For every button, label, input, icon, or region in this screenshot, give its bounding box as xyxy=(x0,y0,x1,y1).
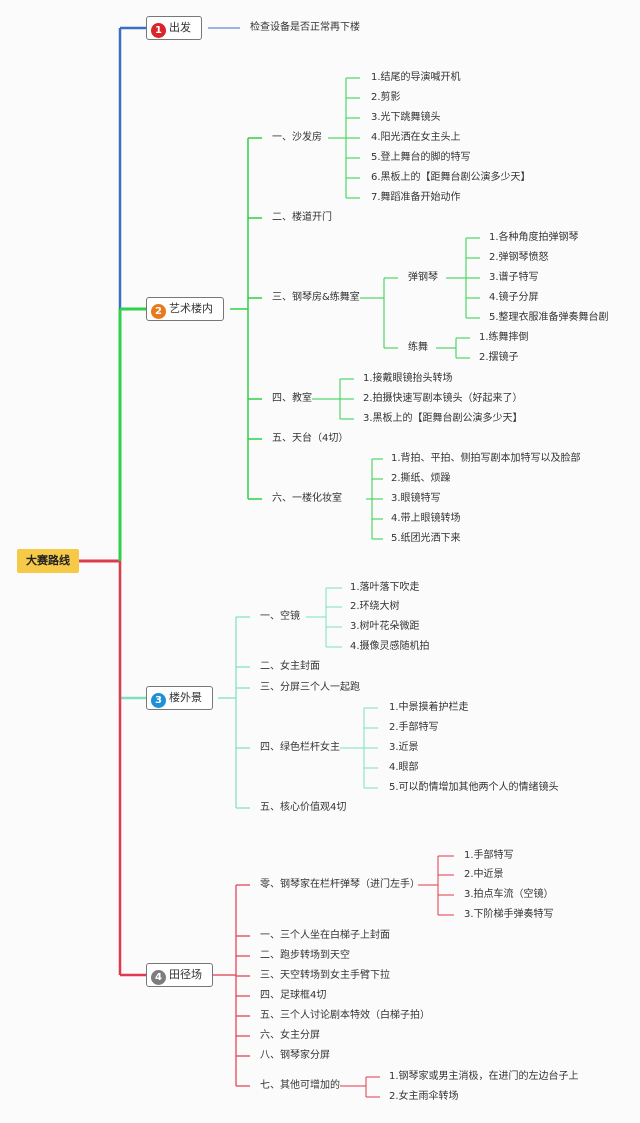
root-node[interactable]: 大赛路线 xyxy=(17,549,79,573)
leaf-item[interactable]: 3.下阶梯手弹奏特写 xyxy=(464,909,554,920)
group-label[interactable]: 三、天空转场到女主手臂下拉 xyxy=(260,970,390,981)
subgroup-label[interactable]: 弹钢琴 xyxy=(408,272,438,283)
branch-number-badge: 3 xyxy=(151,693,166,708)
group-label[interactable]: 检查设备是否正常再下楼 xyxy=(250,22,360,33)
leaf-item[interactable]: 2.拍摄快速写剧本镜头（好起来了） xyxy=(363,393,523,404)
leaf-item[interactable]: 1.接戴眼镜抬头转场 xyxy=(363,373,453,384)
leaf-item[interactable]: 3.黑板上的【距舞台剧公演多少天】 xyxy=(363,413,523,424)
leaf-item[interactable]: 1.练舞摔倒 xyxy=(479,332,529,343)
group-label[interactable]: 五、天台（4切） xyxy=(272,433,349,444)
leaf-item[interactable]: 1.背拍、平拍、侧拍写剧本加特写以及脸部 xyxy=(391,453,581,464)
group-label[interactable]: 五、三个人讨论剧本特效（白梯子拍） xyxy=(260,1010,430,1021)
group-label[interactable]: 三、钢琴房&练舞室 xyxy=(272,292,360,303)
leaf-item[interactable]: 7.舞蹈准备开始动作 xyxy=(371,192,461,203)
leaf-item[interactable]: 4.带上眼镜转场 xyxy=(391,513,461,524)
group-label[interactable]: 六、女主分屏 xyxy=(260,1030,320,1041)
leaf-item[interactable]: 1.落叶落下吹走 xyxy=(350,582,420,593)
leaf-item[interactable]: 5.可以酌情增加其他两个人的情绪镜头 xyxy=(389,782,559,793)
branch-label: 艺术楼内 xyxy=(169,302,213,315)
leaf-item[interactable]: 1.结尾的导演喊开机 xyxy=(371,72,461,83)
group-label[interactable]: 零、钢琴家在栏杆弹琴（进门左手） xyxy=(260,879,420,890)
group-label[interactable]: 一、三个人坐在白梯子上封面 xyxy=(260,930,390,941)
leaf-item[interactable]: 2.女主雨伞转场 xyxy=(389,1091,459,1102)
leaf-item[interactable]: 5.纸团光洒下来 xyxy=(391,533,461,544)
leaf-item[interactable]: 3.树叶花朵微距 xyxy=(350,621,420,632)
group-label[interactable]: 八、钢琴家分屏 xyxy=(260,1050,330,1061)
leaf-item[interactable]: 5.登上舞台的脚的特写 xyxy=(371,152,471,163)
leaf-item[interactable]: 1.钢琴家或男主消极，在进门的左边台子上 xyxy=(389,1071,579,1082)
branch-label: 楼外景 xyxy=(169,691,202,704)
branch-label: 出发 xyxy=(169,21,191,34)
leaf-item[interactable]: 1.各种角度拍弹钢琴 xyxy=(489,232,579,243)
branch-label: 田径场 xyxy=(169,968,202,981)
leaf-item[interactable]: 2.环绕大树 xyxy=(350,601,400,612)
leaf-item[interactable]: 2.中近景 xyxy=(464,869,504,880)
leaf-item[interactable]: 2.撕纸、烦躁 xyxy=(391,473,451,484)
leaf-item[interactable]: 4.眼部 xyxy=(389,762,419,773)
group-label[interactable]: 三、分屏三个人一起跑 xyxy=(260,682,360,693)
group-label[interactable]: 一、空镜 xyxy=(260,611,300,622)
group-label[interactable]: 六、一楼化妆室 xyxy=(272,493,342,504)
group-label[interactable]: 二、跑步转场到天空 xyxy=(260,950,350,961)
leaf-item[interactable]: 5.整理衣服准备弹奏舞台剧 xyxy=(489,312,609,323)
group-label[interactable]: 四、足球框4切 xyxy=(260,990,327,1001)
leaf-item[interactable]: 4.镜子分屏 xyxy=(489,292,539,303)
branch-number-badge: 1 xyxy=(151,23,166,38)
leaf-item[interactable]: 2.弹钢琴愤怒 xyxy=(489,252,549,263)
leaf-item[interactable]: 1.手部特写 xyxy=(464,850,514,861)
leaf-item[interactable]: 3.拍点车流（空镜） xyxy=(464,889,554,900)
leaf-item[interactable]: 4.摄像灵感随机拍 xyxy=(350,641,430,652)
group-label[interactable]: 二、楼道开门 xyxy=(272,212,332,223)
leaf-item[interactable]: 6.黑板上的【距舞台剧公演多少天】 xyxy=(371,172,531,183)
leaf-item[interactable]: 4.阳光洒在女主头上 xyxy=(371,132,461,143)
leaf-item[interactable]: 2.剪影 xyxy=(371,92,401,103)
leaf-item[interactable]: 2.手部特写 xyxy=(389,722,439,733)
group-label[interactable]: 四、绿色栏杆女主 xyxy=(260,742,340,753)
leaf-item[interactable]: 2.摆镜子 xyxy=(479,352,519,363)
leaf-item[interactable]: 1.中景摸着护栏走 xyxy=(389,702,469,713)
leaf-item[interactable]: 3.眼镜特写 xyxy=(391,493,441,504)
group-label[interactable]: 二、女主封面 xyxy=(260,661,320,672)
group-label[interactable]: 五、核心价值观4切 xyxy=(260,802,347,813)
branch-number-badge: 4 xyxy=(151,970,166,985)
group-label[interactable]: 七、其他可增加的 xyxy=(260,1080,340,1091)
leaf-item[interactable]: 3.谱子特写 xyxy=(489,272,539,283)
branch-number-badge: 2 xyxy=(151,304,166,319)
leaf-item[interactable]: 3.光下跳舞镜头 xyxy=(371,112,441,123)
subgroup-label[interactable]: 练舞 xyxy=(408,342,428,353)
leaf-item[interactable]: 3.近景 xyxy=(389,742,419,753)
group-label[interactable]: 一、沙发房 xyxy=(272,132,322,143)
group-label[interactable]: 四、教室 xyxy=(272,393,312,404)
